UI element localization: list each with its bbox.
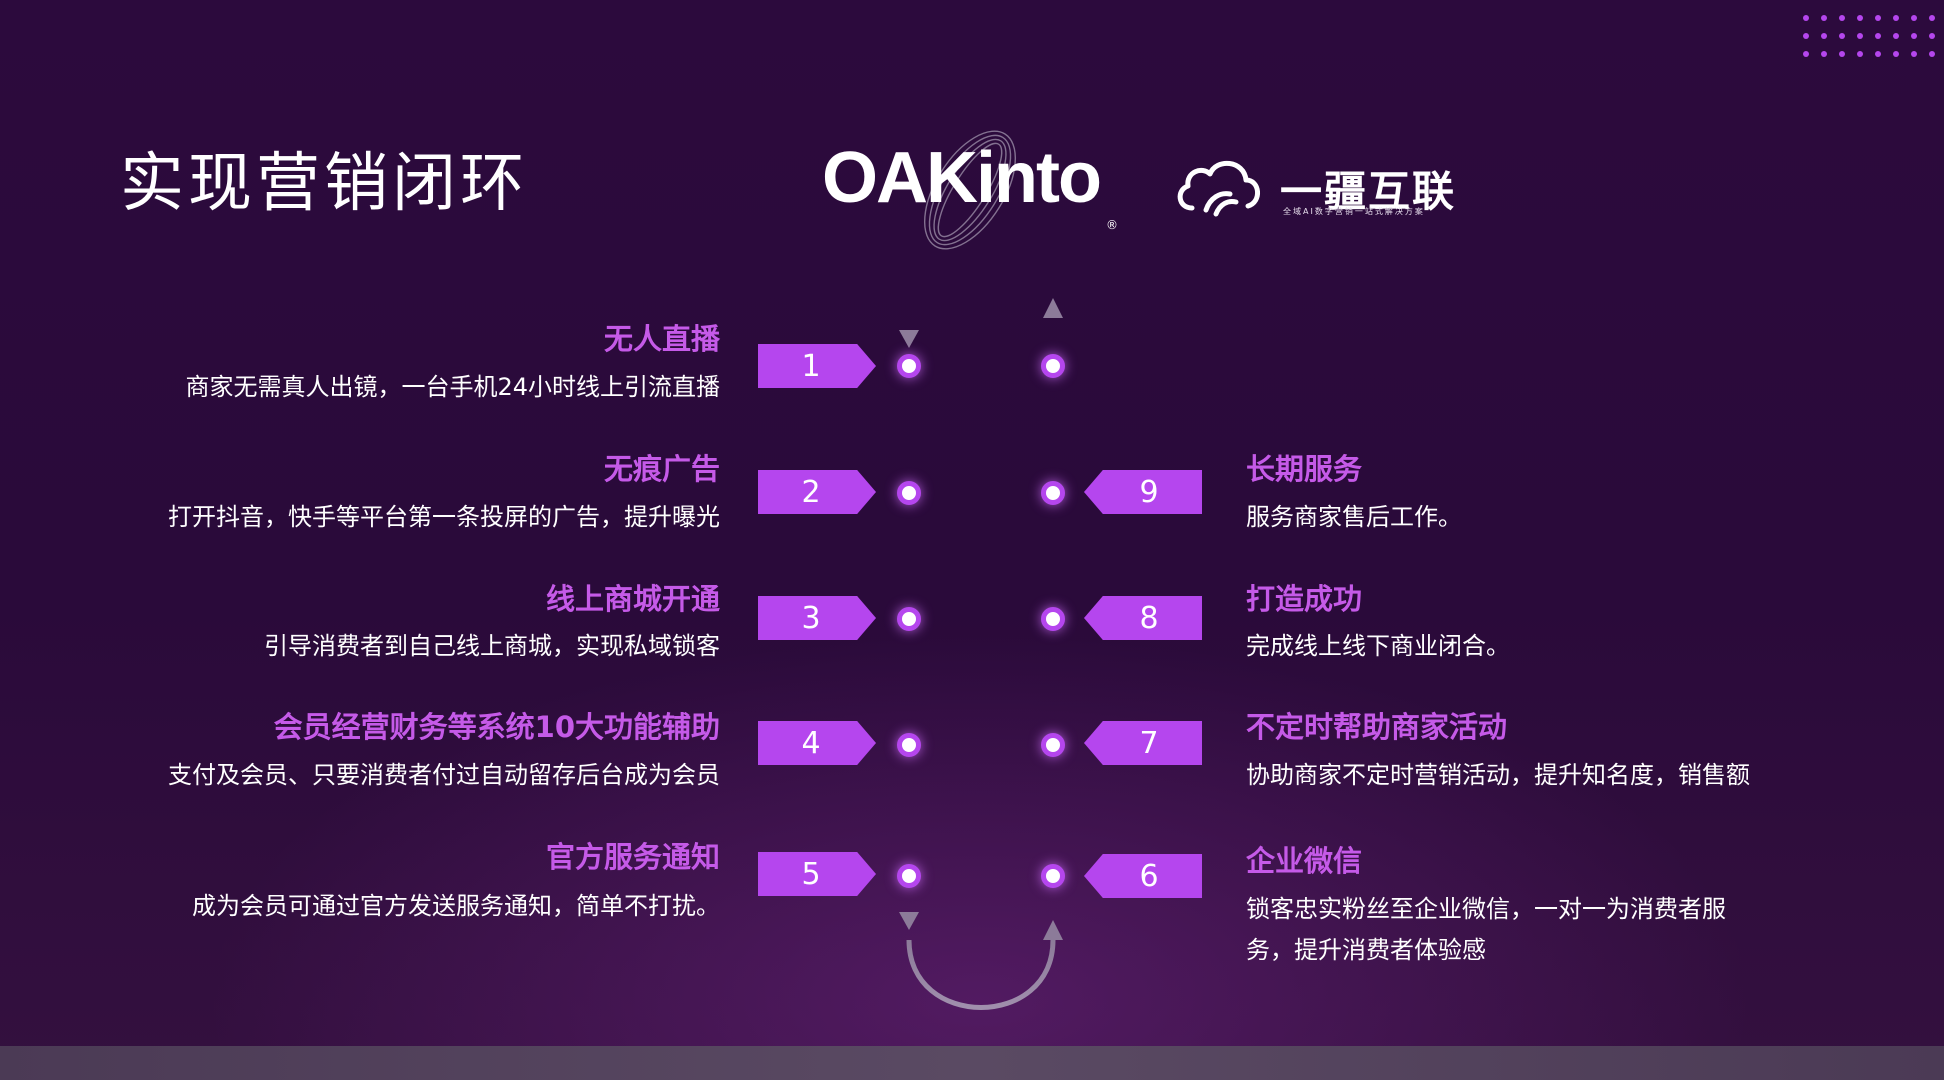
timeline-node bbox=[897, 864, 921, 888]
step-number-arrow: 6 bbox=[1084, 854, 1202, 898]
step-title: 企业微信 bbox=[1246, 844, 1363, 878]
timeline-node bbox=[897, 607, 921, 631]
step-title: 打造成功 bbox=[1246, 582, 1363, 616]
timeline-node bbox=[897, 354, 921, 378]
oakinto-logo-text: OAKinto bbox=[822, 138, 1102, 218]
timeline-node bbox=[1041, 864, 1065, 888]
step-title: 官方服务通知 bbox=[545, 840, 720, 874]
step-description: 打开抖音，快手等平台第一条投屏的广告，提升曝光 bbox=[168, 503, 720, 531]
step-description: 引导消费者到自己线上商城，实现私域锁客 bbox=[264, 632, 720, 660]
oakinto-swirl-icon bbox=[923, 130, 1017, 250]
step-description: 服务商家售后工作。 bbox=[1246, 503, 1462, 531]
step-number-arrow: 3 bbox=[758, 596, 876, 640]
cloud-logo-icon bbox=[1177, 160, 1260, 217]
step-description: 完成线上线下商业闭合。 bbox=[1246, 632, 1510, 660]
step-title: 不定时帮助商家活动 bbox=[1246, 710, 1508, 744]
step-title: 无痕广告 bbox=[603, 452, 720, 486]
footer-band bbox=[0, 1046, 1944, 1080]
timeline-node bbox=[1041, 481, 1065, 505]
registered-mark: ® bbox=[1106, 218, 1118, 232]
timeline-node bbox=[1041, 354, 1065, 378]
step-description-line2: 务，提升消费者体验感 bbox=[1246, 936, 1486, 964]
yijiang-logo-text: 一疆互联 bbox=[1280, 167, 1457, 216]
step-number-arrow: 9 bbox=[1084, 470, 1202, 514]
step-number-arrow: 4 bbox=[758, 721, 876, 765]
step-number-arrow: 5 bbox=[758, 852, 876, 896]
timeline-node bbox=[897, 733, 921, 757]
step-number-arrow: 8 bbox=[1084, 596, 1202, 640]
step-number-arrow: 1 bbox=[758, 344, 876, 388]
slide-title: 实现营销闭环 bbox=[120, 147, 528, 221]
step-title: 线上商城开通 bbox=[545, 582, 720, 616]
timeline-node bbox=[897, 481, 921, 505]
step-description: 协助商家不定时营销活动，提升知名度，销售额 bbox=[1246, 761, 1750, 789]
step-description: 商家无需真人出镜，一台手机24小时线上引流直播 bbox=[185, 373, 720, 401]
step-title: 长期服务 bbox=[1246, 452, 1363, 486]
step-title: 会员经营财务等系统10大功能辅助 bbox=[273, 710, 720, 744]
timeline-node bbox=[1041, 733, 1065, 757]
step-title: 无人直播 bbox=[603, 322, 720, 356]
yijiang-tagline: 全域AI数字营销一站式解决方案 bbox=[1283, 207, 1425, 216]
dot-grid-decoration bbox=[1803, 15, 1935, 57]
step-number-arrow: 2 bbox=[758, 470, 876, 514]
step-description: 成为会员可通过官方发送服务通知，简单不打扰。 bbox=[192, 892, 720, 920]
step-description: 锁客忠实粉丝至企业微信，一对一为消费者服 bbox=[1246, 895, 1726, 923]
step-number-arrow: 7 bbox=[1084, 721, 1202, 765]
step-description: 支付及会员、只要消费者付过自动留存后台成为会员 bbox=[168, 761, 720, 789]
timeline-node bbox=[1041, 607, 1065, 631]
